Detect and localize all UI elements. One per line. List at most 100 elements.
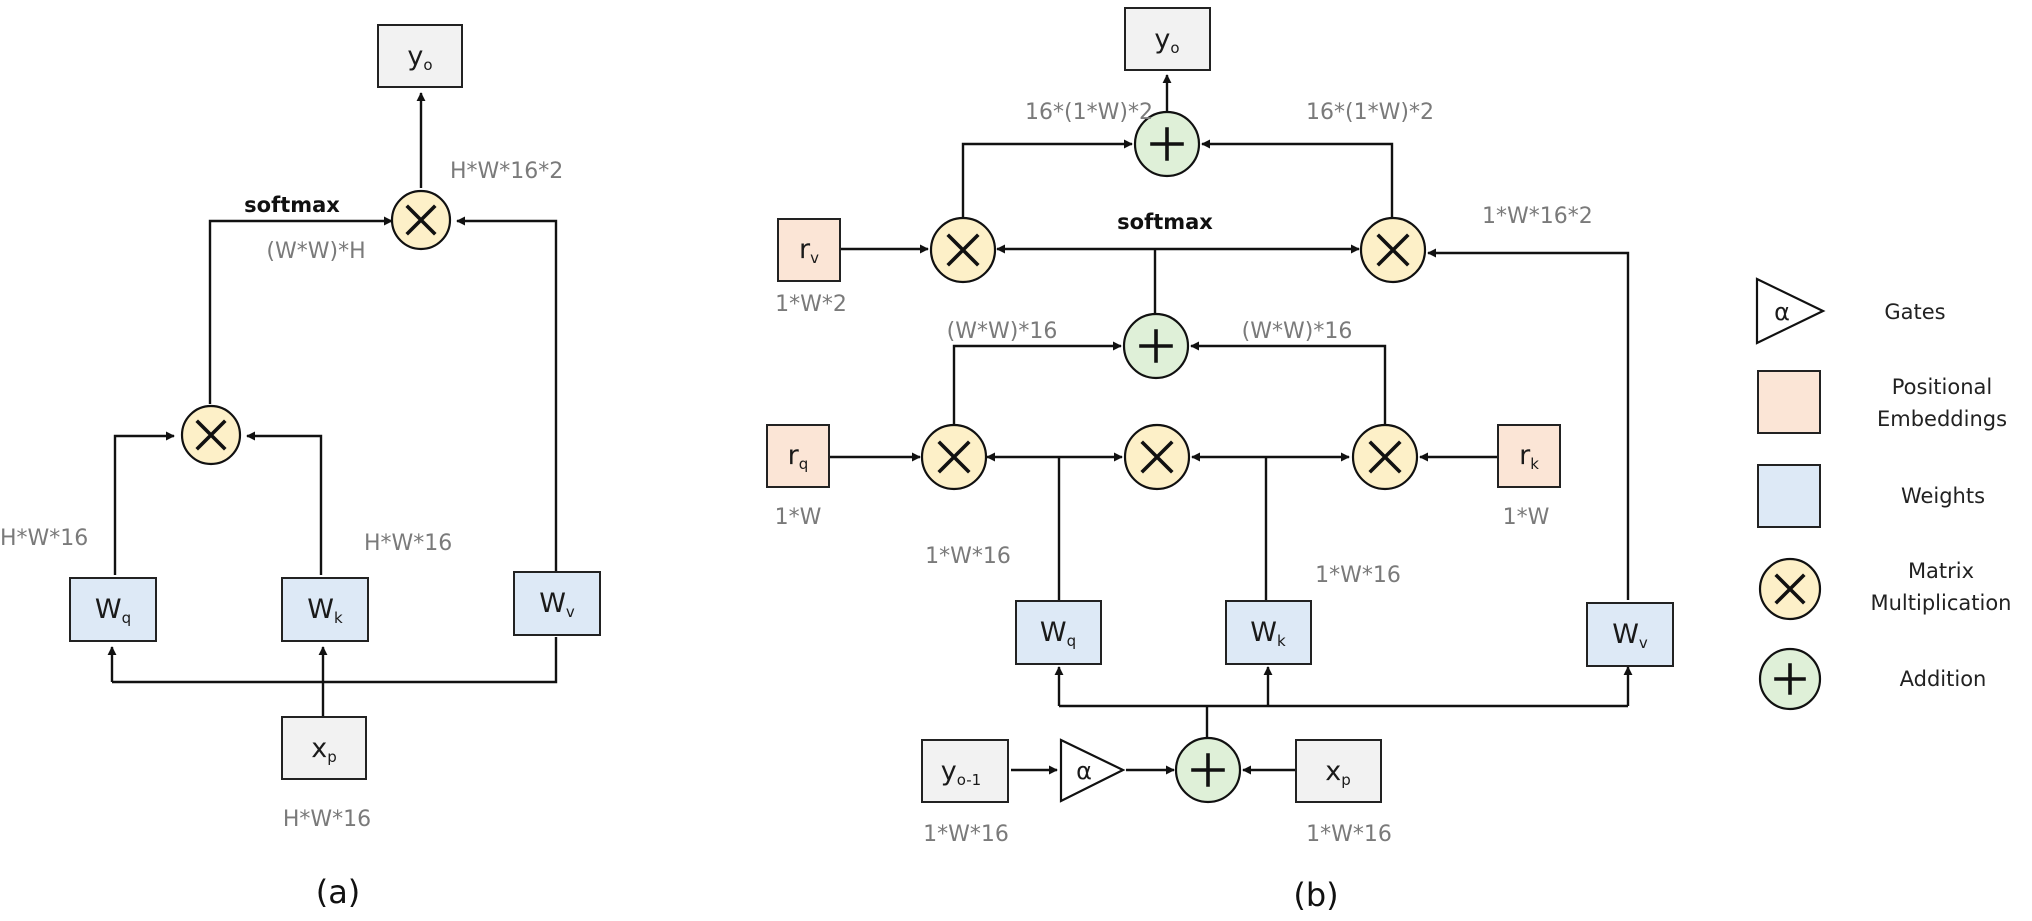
legend-label-positional-2: Embeddings: [1877, 407, 2007, 431]
plus-icon: [1191, 753, 1225, 787]
b-multiply-op-left: [920, 423, 988, 491]
a-wq-box: Wq: [69, 577, 157, 642]
a-dim-attn: (W*W)*H: [266, 239, 365, 264]
a-dim-input: H*W*16: [283, 807, 371, 832]
b-dim-mid-left: (W*W)*16: [947, 319, 1058, 344]
a-caption: (a): [316, 873, 361, 911]
wire-a-wv-to-top: [456, 216, 558, 573]
b-wk-box: Wk: [1225, 600, 1312, 665]
b-dim-top-left: 16*(1*W)*2: [1025, 100, 1153, 125]
alpha-icon: α: [1076, 757, 1092, 785]
b-dim-prev: 1*W*16: [923, 822, 1009, 847]
svg-text:Wv: Wv: [1612, 619, 1648, 652]
b-multiply-op-top-left: [929, 216, 997, 284]
svg-text:Wv: Wv: [539, 588, 575, 621]
b-rq-box: rq: [766, 424, 830, 488]
plus-icon: [1150, 127, 1184, 161]
b-addition-op-top: [1133, 110, 1201, 178]
b-caption: (b): [1293, 876, 1338, 914]
svg-text:yo-1: yo-1: [941, 756, 981, 789]
b-wv-box: Wv: [1586, 602, 1674, 667]
a-wv-box: Wv: [513, 571, 601, 636]
b-softmax-label: softmax: [1117, 210, 1213, 234]
multiply-icon: [1368, 440, 1402, 474]
b-dim-q: 1*W*16: [925, 544, 1011, 569]
b-dim-input: 1*W*16: [1306, 822, 1392, 847]
b-addition-op-mid: [1122, 312, 1190, 380]
wire-b-left-to-add: [952, 341, 1122, 425]
b-multiply-op-top-right: [1359, 216, 1427, 284]
b-output-box: yo: [1124, 7, 1211, 71]
a-dim-k: H*W*16: [364, 531, 452, 556]
a-output-box: yo: [377, 24, 463, 88]
legend-label-gates: Gates: [1884, 300, 1945, 324]
a-input-box: xp: [281, 716, 367, 780]
a-multiply-op-mid: [180, 404, 242, 466]
svg-text:yo: yo: [1154, 24, 1179, 57]
legend-matmul: Matrix Multiplication: [1758, 557, 2012, 621]
multiply-icon: [937, 440, 971, 474]
b-dim-rq: 1*W: [775, 505, 822, 530]
wire-b-tl-to-add: [961, 139, 1133, 217]
b-multiply-op-right: [1351, 423, 1419, 491]
legend-label-positional-1: Positional: [1892, 375, 1992, 399]
wire-a-wk-to-mul: [246, 431, 323, 575]
alpha-icon: α: [1774, 298, 1790, 326]
svg-text:rk: rk: [1519, 440, 1539, 473]
svg-text:Wq: Wq: [95, 594, 131, 627]
wire-b-tr-to-add: [1201, 139, 1394, 217]
b-dim-v: 1*W*16*2: [1482, 204, 1593, 229]
b-rk-box: rk: [1497, 424, 1561, 488]
b-prev-output-box: yo-1: [921, 739, 1009, 803]
b-addition-op-bottom: [1174, 736, 1242, 804]
legend-label-matmul-2: Multiplication: [1871, 591, 2012, 615]
b-wq-box: Wq: [1015, 600, 1102, 665]
legend-gates: α Gates: [1755, 277, 1946, 345]
svg-text:xp: xp: [1325, 756, 1351, 789]
b-dim-rk: 1*W: [1503, 505, 1550, 530]
multiply-icon: [1140, 440, 1174, 474]
multiply-icon: [195, 419, 227, 451]
legend: α Gates Positional Embeddings Weights Ma…: [1755, 277, 2012, 711]
b-dim-mid-right: (W*W)*16: [1242, 319, 1353, 344]
panel-b: yo: [766, 7, 1674, 914]
legend-addition: Addition: [1758, 647, 1987, 711]
legend-label-weights: Weights: [1901, 484, 1985, 508]
b-rv-box: rv: [777, 218, 841, 282]
multiply-icon: [1376, 233, 1410, 267]
legend-label-addition: Addition: [1900, 667, 1987, 691]
svg-text:Wk: Wk: [307, 594, 343, 627]
a-multiply-op-top: [390, 189, 452, 251]
plus-icon: [1774, 663, 1806, 695]
svg-text:Wk: Wk: [1250, 617, 1286, 650]
a-dim-out: H*W*16*2: [450, 159, 563, 184]
b-multiply-op-center: [1123, 423, 1191, 491]
b-input-box: xp: [1295, 739, 1382, 803]
multiply-icon: [1774, 573, 1806, 605]
b-dim-rv: 1*W*2: [775, 292, 847, 317]
wire-a-input-bus: [112, 637, 558, 684]
a-softmax-label: softmax: [244, 193, 340, 217]
legend-positional: Positional Embeddings: [1757, 370, 2007, 434]
multiply-icon: [946, 233, 980, 267]
svg-text:rv: rv: [799, 234, 819, 267]
legend-label-matmul-1: Matrix: [1908, 559, 1974, 583]
wire-a-wq-to-mul: [113, 431, 175, 575]
multiply-icon: [405, 204, 437, 236]
a-dim-q: H*W*16: [0, 526, 88, 551]
panel-a: yo Wq Wk Wv xp softma: [0, 24, 601, 911]
b-dim-top-right: 16*(1*W)*2: [1306, 100, 1434, 125]
svg-text:yo: yo: [407, 41, 432, 74]
svg-text:Wq: Wq: [1040, 617, 1076, 650]
wire-b-right-to-add: [1190, 341, 1387, 425]
b-gate: α: [1059, 738, 1126, 803]
wire-a-mul-to-top: [208, 216, 393, 404]
svg-text:xp: xp: [311, 733, 337, 766]
b-dim-k: 1*W*16: [1315, 563, 1401, 588]
legend-weights: Weights: [1757, 464, 1985, 528]
plus-icon: [1139, 329, 1173, 363]
a-wk-box: Wk: [281, 577, 369, 642]
wire-b-wv-to-mul: [1427, 248, 1630, 600]
svg-text:rq: rq: [788, 440, 809, 473]
